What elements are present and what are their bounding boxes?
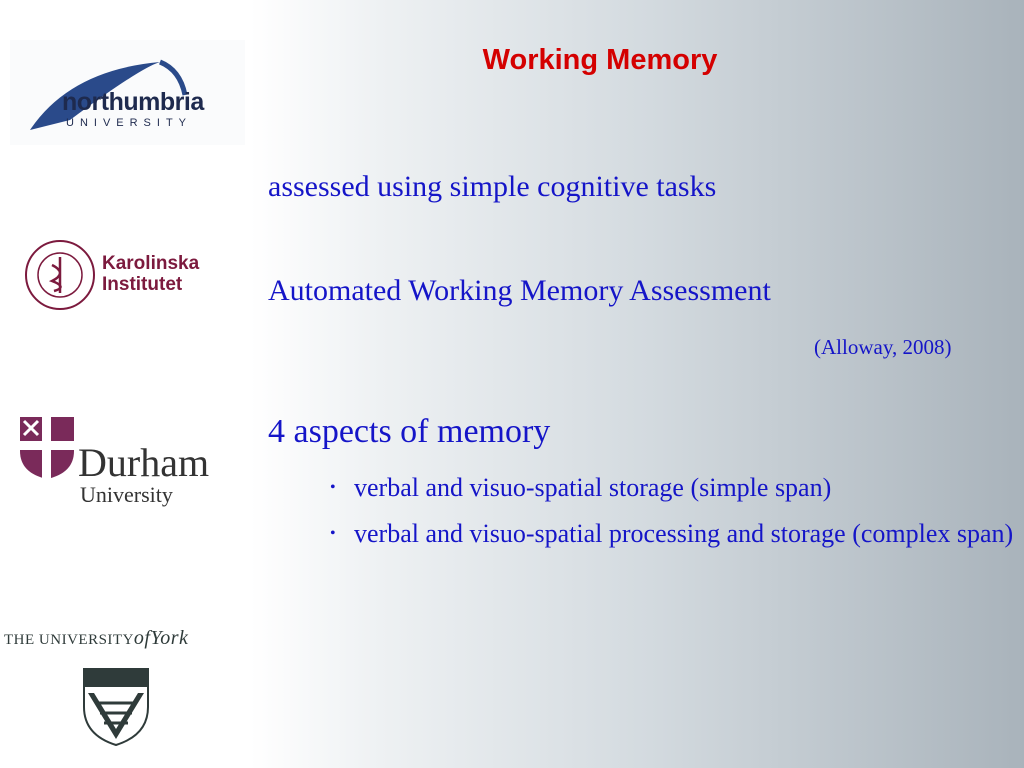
logo-sidebar: northumbria UNIVERSITY Karolinska Instit… <box>0 0 250 768</box>
point-four-aspects: 4 aspects of memory <box>268 413 551 450</box>
northumbria-university-label: UNIVERSITY <box>66 117 193 129</box>
list-item: • verbal and visuo-spatial processing and… <box>328 516 1018 552</box>
york-prefix: THE UNIVERSITY <box>4 632 134 648</box>
bullet-icon: • <box>330 479 336 496</box>
durham-wordmark: Durham <box>78 440 210 485</box>
york-name: York <box>150 627 189 649</box>
york-logo: THE UNIVERSITYofYork <box>4 625 244 747</box>
durham-university-label: University <box>80 482 173 507</box>
york-shield-icon <box>83 668 149 747</box>
karolinska-logo: Karolinska Institutet <box>22 235 222 315</box>
point-simple-tasks: assessed using simple cognitive tasks <box>268 170 717 203</box>
york-wordmark: THE UNIVERSITYofYork <box>4 627 188 650</box>
list-item: • verbal and visuo-spatial storage (simpl… <box>328 470 1018 506</box>
durham-shield-icon <box>20 417 74 479</box>
bullet-icon: • <box>330 525 336 542</box>
citation: (Alloway, 2008) <box>814 335 952 359</box>
northumbria-wordmark: northumbria <box>62 88 204 116</box>
northumbria-swoosh-icon <box>30 59 188 130</box>
karolinska-wordmark: Karolinska Institutet <box>102 253 199 295</box>
point-awma: Automated Working Memory Assessment <box>268 274 771 307</box>
durham-logo: Durham University <box>18 415 238 515</box>
york-of: of <box>133 627 151 649</box>
bullet-text: verbal and visuo-spatial storage (simple… <box>354 473 832 502</box>
karolinska-seal-icon <box>25 240 95 310</box>
karolinska-line1: Karolinska <box>102 253 200 274</box>
slide-title: Working Memory <box>482 44 718 76</box>
karolinska-line2: Institutet <box>102 274 183 295</box>
bullet-list: • verbal and visuo-spatial storage (simpl… <box>328 470 1018 562</box>
northumbria-logo: northumbria UNIVERSITY <box>10 40 245 145</box>
bullet-text: verbal and visuo-spatial processing and … <box>354 519 1014 548</box>
